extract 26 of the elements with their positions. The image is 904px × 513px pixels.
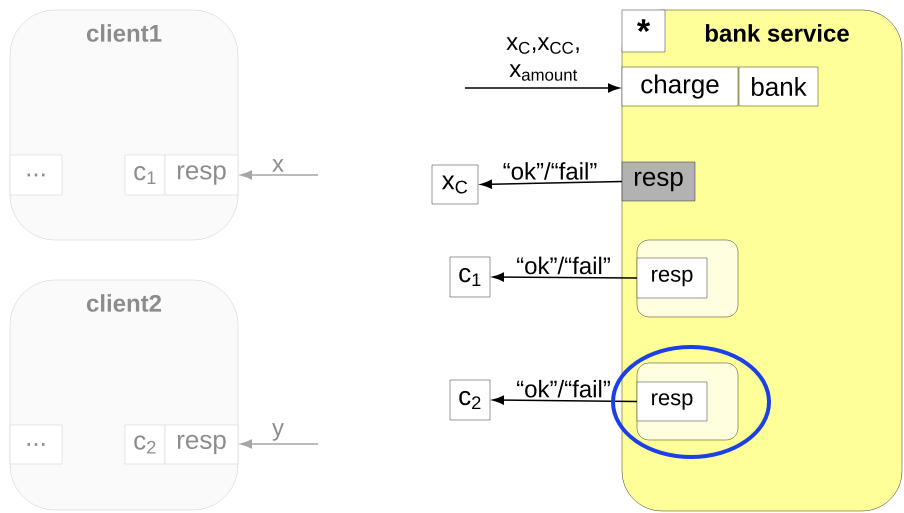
port-box: charge <box>622 66 738 106</box>
edge-label: x$_{C}$,x$_{CC}$, x$_{amount}$ <box>506 37 579 81</box>
port-box: resp <box>622 162 696 202</box>
port-box: c$_{2}$ <box>124 424 166 464</box>
edge-label: y <box>272 423 284 441</box>
port-box: resp <box>636 258 708 298</box>
edge-label: x <box>272 159 284 172</box>
edge-label: “ok”/“fail” <box>504 162 596 180</box>
arrow <box>492 396 638 405</box>
port-box: bank <box>738 66 818 106</box>
port-box: ... <box>10 424 62 464</box>
port-box: resp <box>164 154 238 196</box>
edge-label: “ok”/“fail” <box>517 380 610 398</box>
arrow <box>465 84 620 92</box>
arrow <box>492 272 638 282</box>
port-box: resp <box>164 424 238 464</box>
port-box: c$_{2}$ <box>450 380 490 420</box>
port-box: ... <box>10 154 62 196</box>
edge-label: “ok”/“fail” <box>517 256 610 274</box>
arrow <box>240 170 318 180</box>
arrow <box>480 180 622 189</box>
port-box: resp <box>636 382 708 422</box>
port-box: c$_{1}$ <box>124 154 166 196</box>
arrow <box>240 440 318 448</box>
port-box: c$_{1}$ <box>450 256 490 298</box>
port-box: x$_{C}$ <box>432 164 478 204</box>
